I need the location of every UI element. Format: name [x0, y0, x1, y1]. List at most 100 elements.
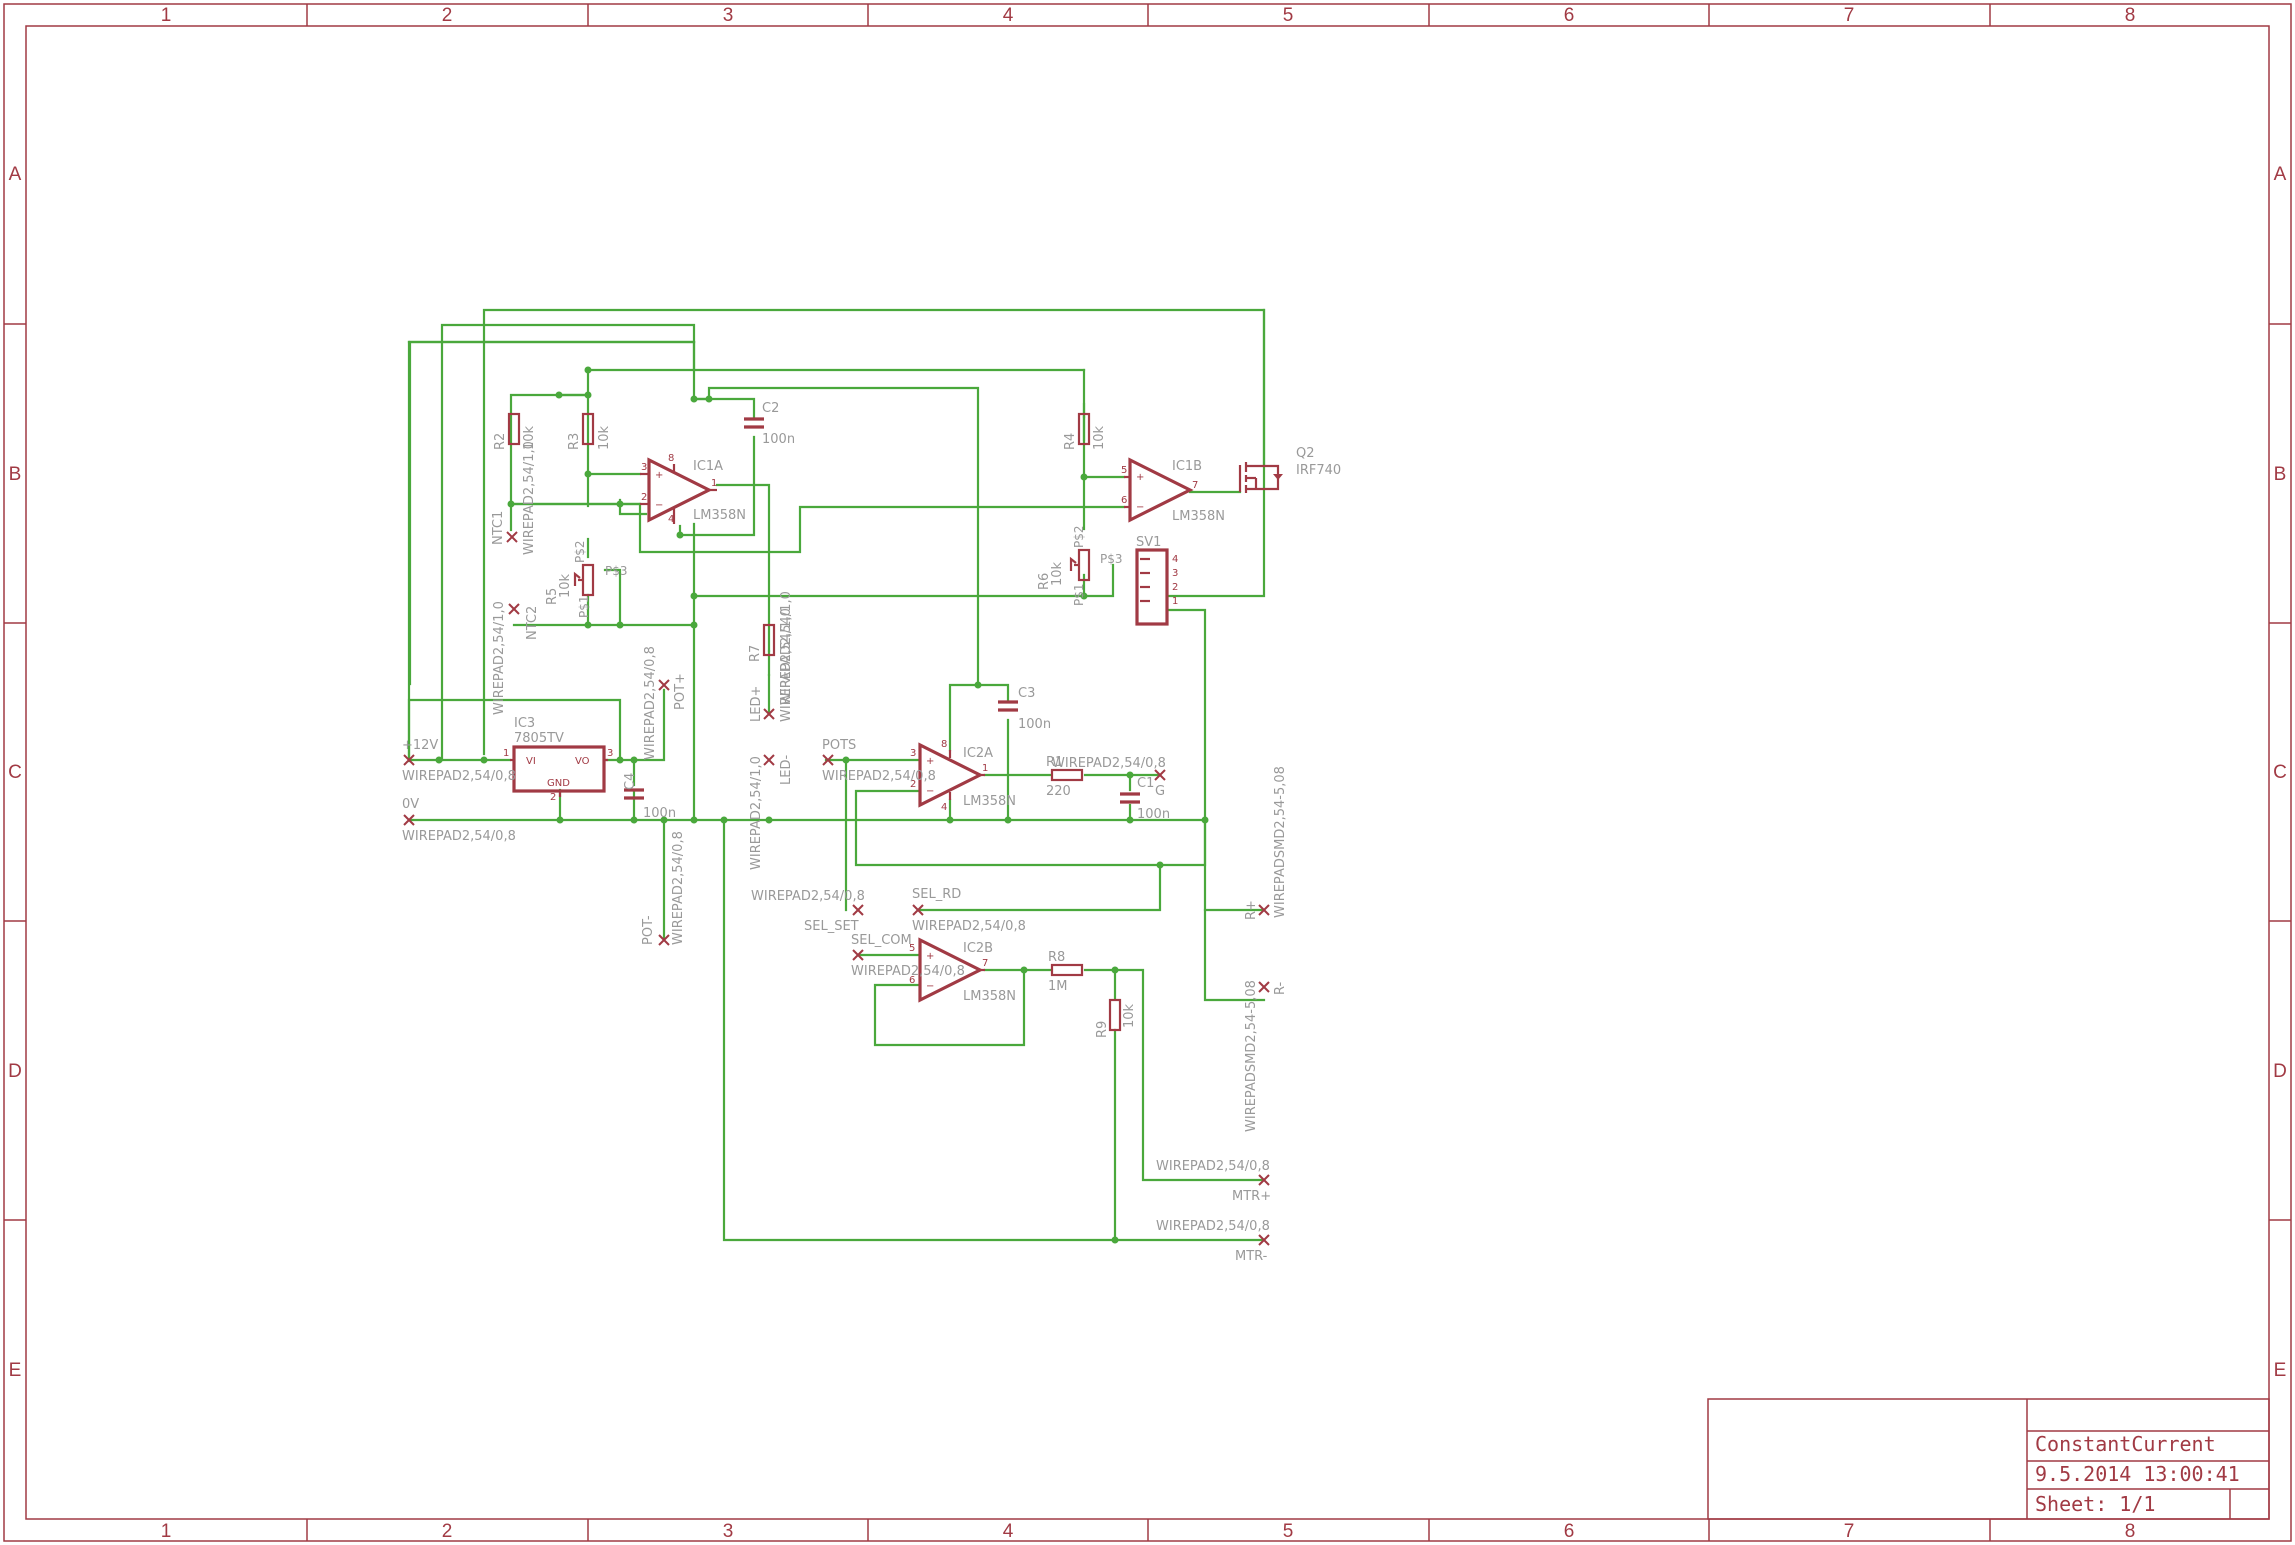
- ic3-name: IC3: [514, 716, 535, 731]
- pad-ntc1: NTC1 WIREPAD2,54/1,0: [491, 441, 537, 555]
- ic1a-pin2: 2: [641, 492, 647, 503]
- col-label-6: 6: [1564, 5, 1575, 26]
- drawing-name: ConstantCurrent: [2035, 1432, 2216, 1456]
- sv1-name: SV1: [1136, 535, 1161, 550]
- r6-ps2: P$2: [1072, 525, 1086, 548]
- pad-pot-minus-name: POT-: [641, 915, 656, 945]
- ic1a-minus: −: [655, 500, 663, 511]
- c2-value: 100n: [762, 432, 795, 447]
- pad-r-plus-value: WIREPADSMD2,54-5,08: [1273, 766, 1288, 918]
- ic3-vo: VO: [575, 756, 590, 767]
- pad-pots: POTS WIREPAD2,54/0,8: [822, 738, 936, 784]
- sv1-pin2: 2: [1172, 582, 1178, 593]
- q2-name: Q2: [1296, 446, 1315, 461]
- col-label-3: 3: [723, 5, 734, 26]
- capacitor-c1: C1 100n: [1120, 776, 1170, 822]
- ic2b-plus: +: [926, 951, 934, 962]
- ic3-pin3: 3: [607, 748, 613, 759]
- pad-sel-com: SEL_COM WIREPAD2,54/0,8: [851, 933, 965, 979]
- ic2a-pin1: 1: [982, 763, 988, 774]
- pad-sel-rd-value: WIREPAD2,54/0,8: [912, 919, 1026, 934]
- col-label-6-bottom: 6: [1564, 1521, 1575, 1542]
- r6-value: 10k: [1050, 561, 1065, 586]
- pad-ntc2-name: NTC2: [525, 606, 540, 640]
- pad-led-minus-value: WIREPAD2,54/1,0: [749, 756, 764, 870]
- pad-12v: +12V WIREPAD2,54/0,8: [402, 738, 516, 784]
- ic1b-plus: +: [1136, 472, 1144, 483]
- pad-pot-plus-name: POT+: [673, 673, 688, 710]
- ic2a-pin2: 2: [910, 779, 916, 790]
- ic1a-pin8: 8: [668, 453, 674, 464]
- row-labels: A B C D E A B C D E: [8, 164, 2287, 1381]
- pad-mtr-minus-name: MTR-: [1235, 1249, 1268, 1264]
- row-label-b-right: B: [2274, 464, 2287, 485]
- potentiometer-r6: R6 10k P$2 P$1 P$3: [1037, 525, 1123, 606]
- ic1a-name: IC1A: [693, 459, 723, 474]
- col-label-8-bottom: 8: [2125, 1521, 2136, 1542]
- pad-sel-rd-name: SEL_RD: [912, 887, 961, 902]
- r4-value: 10k: [1092, 425, 1107, 450]
- ic2b-minus: −: [926, 981, 934, 992]
- ic2a-pin4: 4: [941, 802, 947, 813]
- ic1a-pin3: 3: [641, 462, 647, 473]
- sv1-pin4: 4: [1172, 554, 1178, 565]
- pad-sel-set-name: SEL_SET: [804, 919, 859, 934]
- row-label-d-right: D: [2273, 1061, 2287, 1082]
- regulator-ic3: VI VO GND 1 3 2 IC3 7805TV: [503, 716, 613, 803]
- capacitor-c4: C4 100n: [623, 773, 676, 821]
- r3-value: 10k: [597, 425, 612, 450]
- resistor-r8: R8 1M: [1048, 950, 1084, 994]
- r5-ps2: P$2: [573, 540, 587, 563]
- r6-ps3: P$3: [1100, 552, 1123, 566]
- opamp-ic1b: + − 5 6 7 IC1B LM358N: [1121, 457, 1225, 524]
- ic1b-name: IC1B: [1172, 459, 1202, 474]
- pad-0v-name: 0V: [402, 797, 419, 812]
- mosfet-q2: Q2 IRF740: [1238, 446, 1341, 493]
- opamp-ic1a: + − 3 2 1 8 4 IC1A LM358N: [640, 453, 746, 525]
- ic1a-value: LM358N: [693, 508, 746, 523]
- pad-ntc1-value: WIREPAD2,54/1,0: [522, 441, 537, 555]
- r2-name: R2: [493, 433, 508, 450]
- pad-sel-com-name: SEL_COM: [851, 933, 912, 948]
- pad-sel-rd: SEL_RD WIREPAD2,54/0,8: [912, 887, 1026, 934]
- pad-12v-name: +12V: [402, 738, 438, 753]
- column-dividers: [306, 4, 1991, 1541]
- col-label-8: 8: [2125, 5, 2136, 26]
- col-label-2-bottom: 2: [442, 1521, 453, 1542]
- col-label-3-bottom: 3: [723, 1521, 734, 1542]
- row-label-e-right: E: [2274, 1360, 2287, 1381]
- pad-pot-plus-value: WIREPAD2,54/0,8: [643, 646, 658, 760]
- pad-r-plus: R+ WIREPADSMD2,54-5,08: [1244, 766, 1288, 920]
- row-label-a-right: A: [2274, 164, 2287, 185]
- col-label-7-bottom: 7: [1844, 1521, 1855, 1542]
- opamp-ic2a: + − 3 2 1 8 4 IC2A LM358N: [910, 739, 1016, 813]
- resistor-r3: R3 10k: [567, 412, 612, 450]
- resistor-r9: R9 10k: [1095, 998, 1137, 1038]
- r6-ps1: P$1: [1072, 583, 1086, 606]
- junctions: [435, 366, 1209, 1244]
- pad-r-minus-value: WIREPADSMD2,54-5,08: [1244, 980, 1259, 1132]
- col-label-1: 1: [161, 5, 172, 26]
- ic2b-value: LM358N: [963, 989, 1016, 1004]
- pad-mtr-plus: WIREPAD2,54/0,8 MTR+: [1156, 1159, 1271, 1204]
- title-block-border: [1707, 1398, 2270, 1520]
- r5-ps1: P$1: [577, 595, 591, 618]
- pad-ntc1-name: NTC1: [491, 511, 506, 545]
- ic2a-plus: +: [926, 756, 934, 767]
- row-label-d: D: [8, 1061, 22, 1082]
- pad-mtr-minus-value: WIREPAD2,54/0,8: [1156, 1219, 1270, 1234]
- col-label-5-bottom: 5: [1283, 1521, 1294, 1542]
- ic1b-value: LM358N: [1172, 509, 1225, 524]
- connector-sv1: 4 3 2 1 SV1: [1135, 535, 1178, 626]
- ic2a-pin3: 3: [910, 748, 916, 759]
- wires: [407, 308, 1266, 1242]
- ic2b-pin6: 6: [909, 975, 915, 986]
- c4-name: C4: [623, 773, 638, 790]
- r7-name: R7: [748, 645, 763, 662]
- r8-value: 1M: [1048, 979, 1068, 994]
- row-dividers: [4, 323, 2291, 1221]
- ic1a-pin4: 4: [668, 514, 674, 525]
- col-label-4-bottom: 4: [1003, 1521, 1014, 1542]
- ic1b-minus: −: [1136, 502, 1144, 513]
- pad-led-minus-name: LED-: [779, 755, 794, 785]
